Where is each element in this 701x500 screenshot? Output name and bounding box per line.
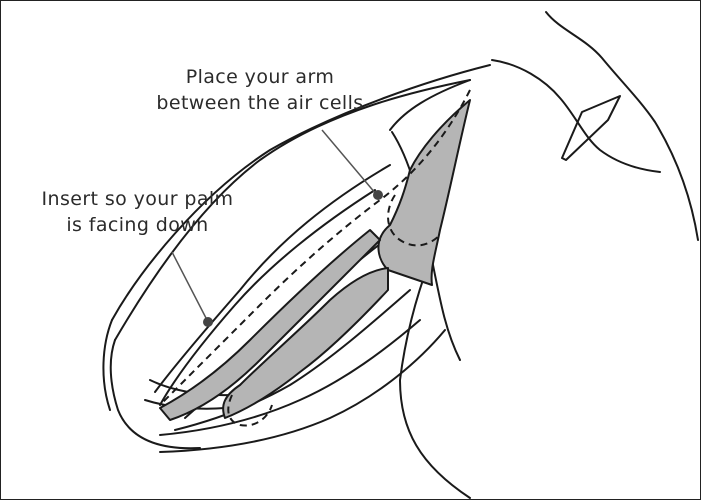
callout-arm-line1: Place your arm — [130, 64, 390, 90]
palm-callout-leader — [172, 252, 206, 318]
arm-callout-leader — [322, 130, 376, 194]
callout-arm-placement: Place your arm between the air cells — [130, 64, 390, 116]
callout-palm-orientation: Insert so your palm is facing down — [10, 186, 265, 238]
palm-callout-dot — [203, 317, 213, 327]
callout-arm-line2: between the air cells — [130, 90, 390, 116]
arm-callout-dot — [373, 190, 383, 200]
collar-v-neck — [562, 96, 620, 160]
shirt-outline — [546, 12, 698, 240]
callout-palm-line1: Insert so your palm — [10, 186, 265, 212]
callout-palm-line2: is facing down — [10, 212, 265, 238]
collar-outline — [492, 60, 660, 172]
body-side-edge — [400, 260, 470, 498]
